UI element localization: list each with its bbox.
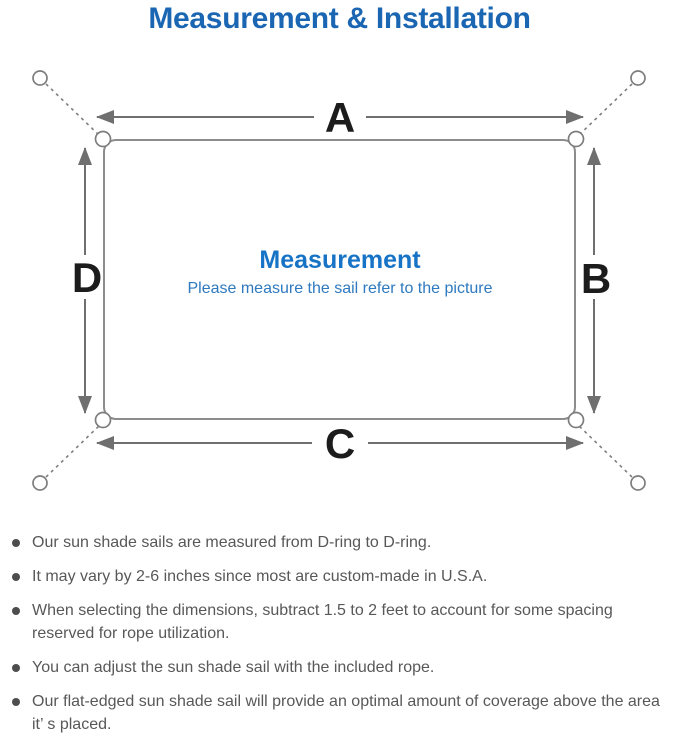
diagram-center-subheading: Please measure the sail refer to the pic… [187,280,492,297]
note-text: You can adjust the sun shade sail with t… [32,659,435,676]
list-item: It may vary by 2-6 inches since most are… [10,565,671,588]
note-text: It may vary by 2-6 inches since most are… [32,568,488,585]
list-item: When selecting the dimensions, subtract … [10,599,671,645]
anchor-point-bottom-right-icon [630,475,646,491]
measurement-notes-list: Our sun shade sails are measured from D-… [10,527,671,739]
anchor-point-bottom-left-icon [32,475,48,491]
sail-rectangle [103,139,576,420]
d-ring-top-left-icon [94,130,112,148]
rope-dashed-bottom-left [45,424,101,478]
note-text: Our sun shade sails are measured from D-… [32,534,432,551]
bullet-icon [12,698,20,706]
anchor-point-top-right-icon [630,70,646,86]
diagram-center-heading: Measurement [259,246,421,274]
anchor-point-top-left-icon [32,70,48,86]
measurement-diagram: A C D B Measurement Please measure the s… [0,55,679,520]
bullet-icon [12,664,20,672]
bullet-icon [12,539,20,547]
dim-label-c: C [325,420,355,467]
rope-dashed-top-right [577,83,633,137]
dim-label-a: A [325,94,355,141]
d-ring-bottom-right-icon [567,411,585,429]
note-text: When selecting the dimensions, subtract … [32,602,613,642]
note-text: Our flat-edged sun shade sail will provi… [32,693,660,733]
list-item: Our flat-edged sun shade sail will provi… [10,690,671,736]
list-item: Our sun shade sails are measured from D-… [10,531,671,554]
page-title: Measurement & Installation [148,2,531,35]
d-ring-bottom-left-icon [94,411,112,429]
list-item: You can adjust the sun shade sail with t… [10,656,671,679]
bullet-icon [12,607,20,615]
bullet-icon [12,573,20,581]
sail-measurement-svg: A C D B Measurement Please measure the s… [32,70,646,491]
rope-dashed-bottom-right [577,424,633,478]
dim-label-b: B [581,255,611,302]
rope-dashed-top-left [45,83,101,137]
dim-label-d: D [72,254,102,301]
d-ring-top-right-icon [567,130,585,148]
